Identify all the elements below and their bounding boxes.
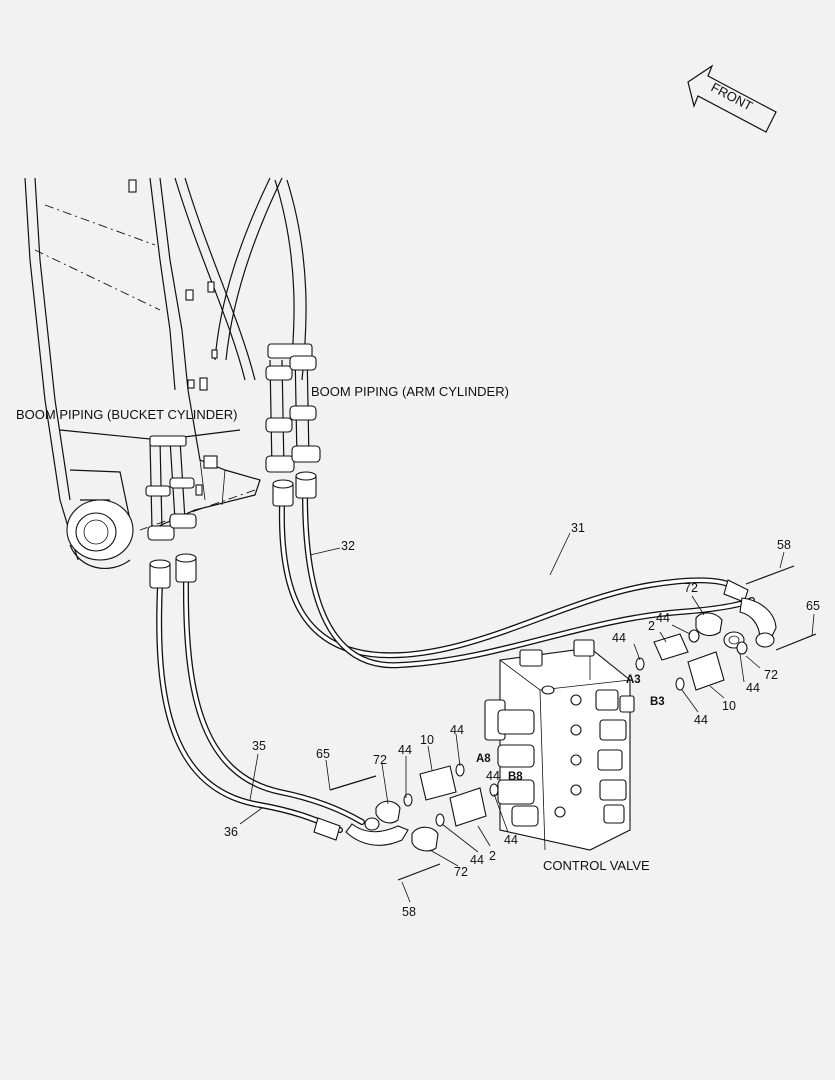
callout-72-low: 72 (373, 753, 387, 767)
bolt-65-top (775, 633, 817, 651)
arm-pipes (265, 179, 321, 473)
callout-72-top: 72 (684, 581, 698, 595)
callout-10-top: 10 (722, 699, 736, 713)
control-valve-label: CONTROL VALVE (543, 858, 650, 873)
callout-10-low: 10 (420, 733, 434, 747)
port-b8: B8 (508, 771, 523, 783)
callout-44-f: 44 (398, 743, 412, 757)
callout-44-e: 44 (450, 723, 464, 737)
callout-58-low: 58 (402, 905, 416, 919)
boom-bucket-label: BOOM PIPING (BUCKET CYLINDER) (16, 407, 238, 422)
fittings (329, 565, 817, 881)
leader-lines (239, 532, 815, 903)
callout-35: 35 (252, 739, 266, 753)
front-arrow-icon: FRONT (687, 64, 777, 133)
callout-31: 31 (571, 521, 585, 535)
callout-72-b: 72 (454, 865, 468, 879)
port-a3: A3 (626, 674, 641, 686)
callout-58-top: 58 (777, 538, 791, 552)
bolt-58-top (745, 565, 795, 585)
callout-65-low: 65 (316, 747, 330, 761)
callout-32: 32 (341, 539, 355, 553)
boom-arm-label: BOOM PIPING (ARM CYLINDER) (311, 384, 509, 399)
bolt-58-low (397, 863, 441, 881)
bucket-pipes (145, 435, 197, 541)
hose-31-32 (272, 471, 777, 669)
callout-2-top: 2 (648, 619, 655, 633)
hose-35-36 (149, 553, 409, 846)
callout-44-c: 44 (694, 713, 708, 727)
callout-65-top: 65 (806, 599, 820, 613)
control-valve (484, 639, 635, 851)
callout-44-d: 44 (746, 681, 760, 695)
boom-structure (24, 177, 283, 569)
front-label: FRONT (709, 79, 756, 113)
callout-36: 36 (224, 825, 238, 839)
callout-44-h: 44 (470, 853, 484, 867)
port-a8: A8 (476, 753, 491, 765)
callout-44-a: 44 (656, 611, 670, 625)
callout-44-i: 44 (486, 769, 500, 783)
port-b3: B3 (650, 696, 665, 708)
callout-72-r: 72 (764, 668, 778, 682)
callout-2-low: 2 (489, 849, 496, 863)
callout-44-b: 44 (612, 631, 626, 645)
bolt-65-low (329, 775, 377, 791)
callout-44-g: 44 (504, 833, 518, 847)
